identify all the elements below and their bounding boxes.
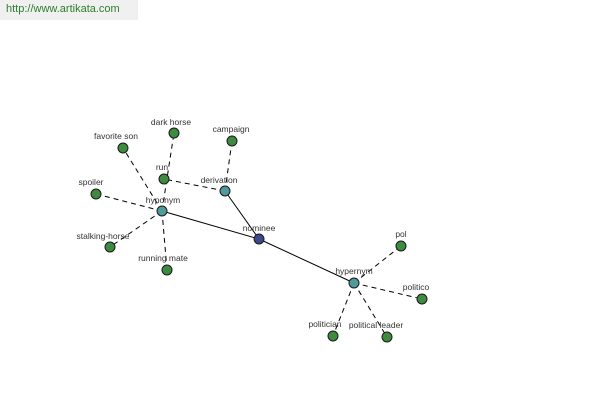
node-label-dark-horse[interactable]: dark horse (151, 117, 191, 127)
node-dot-campaign[interactable] (226, 135, 238, 147)
node-label-favorite-son[interactable]: favorite son (94, 131, 138, 141)
node-label-political-leader[interactable]: political leader (349, 320, 404, 330)
edge-hyponym-stalking-horse (109, 210, 163, 248)
node-label-hypernym[interactable]: hypernym (335, 266, 372, 276)
node-dot-hypernym[interactable] (348, 277, 360, 289)
node-run[interactable]: run (156, 162, 170, 185)
edge-nominee-hyponym (161, 210, 260, 240)
node-label-nominee[interactable]: nominee (243, 223, 276, 233)
node-label-politician[interactable]: politician (308, 319, 341, 329)
source-link[interactable]: http://www.artikata.com (6, 3, 120, 15)
node-label-politico[interactable]: politico (403, 282, 430, 292)
node-spoiler[interactable]: spoiler (78, 177, 104, 200)
node-dot-stalking-horse[interactable] (104, 241, 116, 253)
node-label-spoiler[interactable]: spoiler (78, 177, 103, 187)
edge-hypernym-politico (353, 282, 423, 300)
node-pol[interactable]: pol (395, 229, 407, 252)
node-dot-politician[interactable] (327, 330, 339, 342)
node-label-run[interactable]: run (156, 162, 169, 172)
edge-hyponym-running-mate (161, 210, 168, 271)
node-dot-politico[interactable] (416, 293, 428, 305)
graph-edges (95, 132, 423, 338)
node-running-mate[interactable]: running mate (138, 253, 188, 276)
graph-nodes: nominee hyponym derivation hypernym favorite… (77, 117, 430, 343)
node-hypernym[interactable]: hypernym (335, 266, 373, 289)
node-hyponym[interactable]: hyponym (146, 195, 181, 217)
edge-hypernym-political-leader (353, 282, 388, 338)
edge-derivation-run (163, 178, 226, 192)
node-derivation[interactable]: derivation (201, 175, 238, 197)
node-stalking-horse[interactable]: stalking-horse (77, 231, 130, 253)
node-label-pol[interactable]: pol (395, 229, 406, 239)
node-dot-run[interactable] (158, 173, 170, 185)
edge-nominee-hypernym (258, 238, 355, 284)
node-dot-favorite-son[interactable] (117, 142, 129, 154)
node-dot-pol[interactable] (395, 240, 407, 252)
node-dot-nominee[interactable] (253, 233, 265, 245)
edge-hyponym-dark-horse (161, 132, 175, 212)
node-dot-hyponym[interactable] (156, 205, 168, 217)
edge-hyponym-spoiler (95, 193, 163, 212)
node-label-campaign[interactable]: campaign (213, 124, 250, 134)
edge-hypernym-pol (353, 245, 402, 284)
node-nominee[interactable]: nominee (243, 223, 276, 245)
node-politico[interactable]: politico (403, 282, 430, 305)
node-label-derivation[interactable]: derivation (201, 175, 238, 185)
node-campaign[interactable]: campaign (213, 124, 250, 147)
node-politician[interactable]: politician (308, 319, 342, 342)
node-dot-spoiler[interactable] (90, 188, 102, 200)
source-banner: http://www.artikata.com (0, 0, 138, 20)
node-favorite-son[interactable]: favorite son (94, 131, 138, 154)
edge-hyponym-favorite-son (122, 147, 163, 212)
node-dot-political-leader[interactable] (381, 331, 393, 343)
edge-nominee-derivation (224, 190, 260, 240)
node-label-hyponym[interactable]: hyponym (146, 195, 181, 205)
node-political-leader[interactable]: political leader (349, 320, 404, 343)
node-label-running-mate[interactable]: running mate (138, 253, 188, 263)
node-dot-running-mate[interactable] (161, 264, 173, 276)
node-dark-horse[interactable]: dark horse (151, 117, 191, 139)
node-dot-derivation[interactable] (219, 185, 231, 197)
node-dot-dark-horse[interactable] (168, 127, 180, 139)
edge-hypernym-politician (332, 282, 355, 337)
node-label-stalking-horse[interactable]: stalking-horse (77, 231, 130, 241)
